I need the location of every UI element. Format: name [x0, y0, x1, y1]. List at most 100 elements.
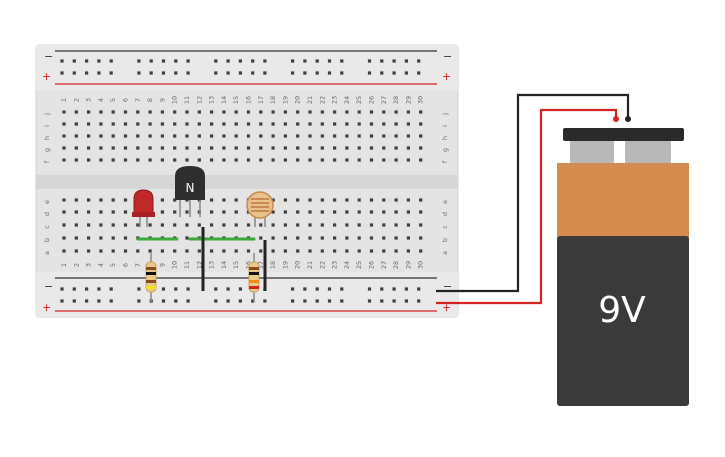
rail-hole[interactable] [137, 287, 141, 291]
rail-hole[interactable] [85, 299, 89, 303]
rail-hole[interactable] [392, 71, 396, 75]
terminal-hole[interactable] [406, 134, 410, 138]
rail-hole[interactable] [109, 59, 113, 63]
terminal-hole[interactable] [345, 146, 349, 150]
terminal-hole[interactable] [369, 110, 374, 114]
terminal-hole[interactable] [111, 210, 115, 214]
terminal-hole[interactable] [74, 223, 78, 227]
terminal-hole[interactable] [111, 122, 115, 126]
rail-hole[interactable] [214, 71, 218, 75]
terminal-hole[interactable] [320, 158, 324, 162]
terminal-hole[interactable] [210, 223, 214, 227]
rail-hole[interactable] [263, 71, 267, 75]
terminal-hole[interactable] [333, 122, 337, 126]
terminal-hole[interactable] [271, 122, 275, 126]
terminal-hole[interactable] [259, 122, 263, 126]
terminal-hole[interactable] [296, 223, 300, 227]
terminal-hole[interactable] [406, 210, 410, 214]
rail-hole[interactable] [72, 71, 76, 75]
terminal-hole[interactable] [320, 146, 324, 150]
terminal-hole[interactable] [333, 249, 337, 253]
rail-hole[interactable] [161, 59, 166, 63]
terminal-hole[interactable] [136, 223, 140, 227]
black-battery-wire[interactable] [436, 93, 630, 293]
terminal-hole[interactable] [406, 122, 410, 126]
terminal-hole[interactable] [394, 110, 398, 114]
terminal-hole[interactable] [123, 158, 128, 162]
rail-hole[interactable] [392, 59, 396, 63]
terminal-hole[interactable] [246, 223, 251, 227]
terminal-hole[interactable] [210, 198, 214, 202]
rail-hole[interactable] [214, 59, 218, 63]
terminal-hole[interactable] [185, 134, 189, 138]
terminal-hole[interactable] [136, 134, 140, 138]
terminal-hole[interactable] [271, 158, 275, 162]
rail-hole[interactable] [174, 287, 178, 291]
terminal-hole[interactable] [369, 146, 374, 150]
terminal-hole[interactable] [222, 158, 226, 162]
terminal-hole[interactable] [333, 198, 337, 202]
rail-hole[interactable] [263, 59, 267, 63]
red-battery-wire[interactable] [436, 108, 618, 305]
rail-hole[interactable] [238, 59, 242, 63]
terminal-hole[interactable] [123, 134, 128, 138]
terminal-hole[interactable] [99, 134, 103, 138]
terminal-hole[interactable] [210, 249, 214, 253]
terminal-hole[interactable] [210, 134, 214, 138]
terminal-hole[interactable] [234, 158, 238, 162]
terminal-hole[interactable] [283, 249, 287, 253]
rail-hole[interactable] [340, 59, 344, 63]
terminal-hole[interactable] [210, 110, 214, 114]
terminal-hole[interactable] [160, 249, 164, 253]
terminal-hole[interactable] [210, 146, 214, 150]
terminal-hole[interactable] [111, 134, 115, 138]
rail-hole[interactable] [72, 59, 76, 63]
terminal-hole[interactable] [111, 223, 115, 227]
terminal-hole[interactable] [406, 146, 410, 150]
terminal-hole[interactable] [74, 110, 78, 114]
terminal-hole[interactable] [87, 223, 91, 227]
rail-hole[interactable] [404, 299, 408, 303]
rail-hole[interactable] [291, 71, 295, 75]
terminal-hole[interactable] [111, 146, 115, 150]
rail-hole[interactable] [380, 71, 384, 75]
rail-hole[interactable] [291, 299, 295, 303]
rail-hole[interactable] [174, 59, 178, 63]
terminal-hole[interactable] [394, 198, 398, 202]
resistor-2[interactable] [248, 253, 260, 302]
rail-hole[interactable] [315, 59, 319, 63]
terminal-hole[interactable] [320, 110, 324, 114]
terminal-hole[interactable] [234, 210, 238, 214]
rail-hole[interactable] [417, 299, 421, 303]
terminal-hole[interactable] [234, 249, 238, 253]
black-jumpers[interactable] [201, 227, 267, 291]
terminal-hole[interactable] [87, 122, 91, 126]
terminal-hole[interactable] [173, 158, 177, 162]
rail-hole[interactable] [380, 299, 384, 303]
npn-transistor[interactable]: N [175, 166, 205, 217]
rail-hole[interactable] [263, 299, 267, 303]
terminal-hole[interactable] [87, 110, 91, 114]
rail-hole[interactable] [291, 59, 295, 63]
terminal-hole[interactable] [62, 146, 66, 150]
terminal-hole[interactable] [111, 236, 115, 240]
rail-hole[interactable] [161, 287, 166, 291]
terminal-hole[interactable] [308, 122, 312, 126]
rail-hole[interactable] [340, 287, 344, 291]
terminal-hole[interactable] [308, 249, 312, 253]
terminal-hole[interactable] [87, 249, 91, 253]
terminal-hole[interactable] [210, 210, 214, 214]
terminal-hole[interactable] [283, 158, 287, 162]
terminal-hole[interactable] [74, 134, 78, 138]
terminal-hole[interactable] [382, 249, 386, 253]
terminal-hole[interactable] [296, 110, 300, 114]
rail-hole[interactable] [417, 71, 421, 75]
terminal-hole[interactable] [308, 158, 312, 162]
terminal-hole[interactable] [320, 134, 324, 138]
terminal-hole[interactable] [382, 236, 386, 240]
terminal-hole[interactable] [99, 110, 103, 114]
terminal-hole[interactable] [62, 210, 66, 214]
terminal-hole[interactable] [419, 249, 423, 253]
terminal-hole[interactable] [99, 158, 103, 162]
rail-hole[interactable] [367, 299, 372, 303]
